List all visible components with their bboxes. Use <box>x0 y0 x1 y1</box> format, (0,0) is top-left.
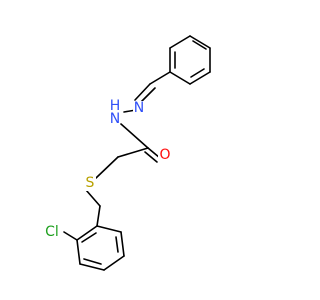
bond <box>63 231 78 241</box>
bond <box>117 147 149 158</box>
imine-nitrogen: N <box>133 100 145 117</box>
bond <box>192 40 207 50</box>
chlorine: Cl <box>42 224 62 240</box>
bond <box>83 258 102 265</box>
chlorobenzyl-ring <box>76 225 125 271</box>
bond <box>96 225 122 233</box>
bond <box>103 255 125 271</box>
bond <box>95 156 119 179</box>
bond <box>134 83 151 101</box>
bond <box>189 71 211 85</box>
atom-label-cl: Cl <box>45 224 59 240</box>
bond <box>149 71 171 85</box>
atom-label-s: S <box>86 175 95 191</box>
bond <box>120 123 149 149</box>
atom-label-n2: N <box>110 111 120 127</box>
atom-label-n1: N <box>134 100 144 116</box>
atom-label-h: H <box>110 98 121 114</box>
bond <box>115 236 119 253</box>
atom-label-o: O <box>159 147 170 163</box>
bond <box>190 68 205 78</box>
hydrazide-nitrogen: N H <box>108 98 120 128</box>
bond <box>76 225 98 241</box>
bond <box>85 189 101 207</box>
atom-labels: N N H O S Cl <box>42 98 171 240</box>
bond <box>76 239 81 265</box>
bond <box>189 35 211 49</box>
molecule-structure: N N H O S Cl <box>42 35 211 271</box>
carbonyl-oxygen: O <box>158 147 171 164</box>
bond <box>120 231 125 257</box>
bond <box>79 263 105 271</box>
bond <box>81 232 97 243</box>
benzylidene-ring <box>169 35 211 85</box>
bond <box>96 205 101 227</box>
bond <box>169 35 191 49</box>
bond <box>144 151 158 163</box>
sulfur: S <box>84 175 96 191</box>
bond <box>169 71 191 85</box>
